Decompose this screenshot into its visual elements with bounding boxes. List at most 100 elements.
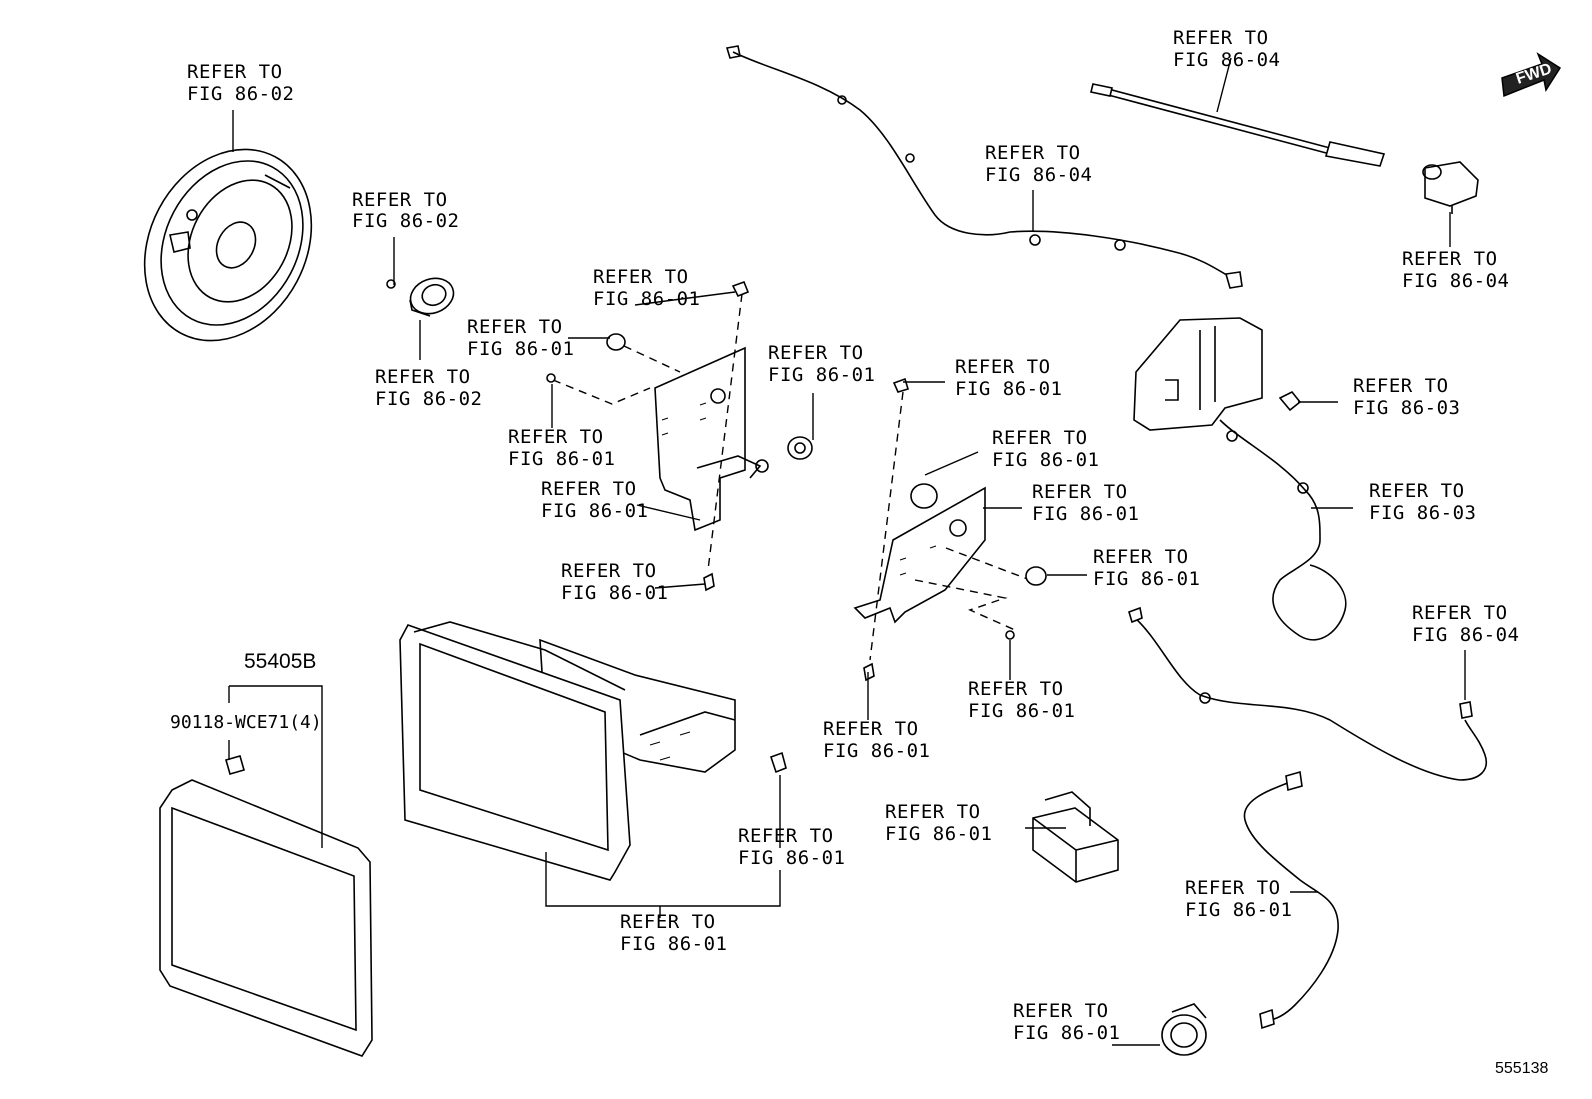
svg-text:FIG 86-02: FIG 86-02 — [375, 388, 482, 410]
svg-text:FIG 86-04: FIG 86-04 — [1402, 270, 1509, 292]
svg-text:FIG 86-01: FIG 86-01 — [1185, 899, 1292, 921]
svg-text:REFER TO: REFER TO — [1369, 480, 1465, 502]
svg-text:REFER TO: REFER TO — [1185, 877, 1281, 899]
callout-clip-top-left: REFER TO FIG 86-01 — [593, 266, 700, 310]
svg-text:FIG 86-01: FIG 86-01 — [955, 378, 1062, 400]
callout-tweeter: REFER TO FIG 86-02 — [375, 366, 482, 410]
callout-rod-antenna: REFER TO FIG 86-04 — [1173, 27, 1280, 71]
svg-text:FIG 86-01: FIG 86-01 — [1032, 503, 1139, 525]
callout-right-bracket: REFER TO FIG 86-01 — [1032, 481, 1139, 525]
callout-nut-left: REFER TO FIG 86-01 — [768, 342, 875, 386]
callout-extension-cable: REFER TO FIG 86-04 — [1412, 602, 1519, 646]
callout-usb-socket: REFER TO FIG 86-01 — [1013, 1000, 1120, 1044]
svg-text:REFER TO: REFER TO — [768, 342, 864, 364]
svg-text:FIG 86-01: FIG 86-01 — [992, 449, 1099, 471]
part-number-90118: 90118-WCE71(4) — [170, 712, 322, 733]
tweeter — [409, 277, 455, 317]
clip-top-right — [892, 377, 909, 393]
diagram-reference-number: 555138 — [1495, 1060, 1548, 1077]
svg-text:REFER TO: REFER TO — [561, 560, 657, 582]
svg-text:FIG 86-03: FIG 86-03 — [1353, 397, 1460, 419]
svg-text:REFER TO: REFER TO — [1353, 375, 1449, 397]
svg-text:REFER TO: REFER TO — [955, 356, 1051, 378]
callout-screw-left: REFER TO FIG 86-01 — [508, 426, 615, 470]
callout-grommet-left: REFER TO FIG 86-01 — [467, 316, 574, 360]
svg-text:REFER TO: REFER TO — [1032, 481, 1128, 503]
svg-text:FIG 86-01: FIG 86-01 — [593, 288, 700, 310]
svg-text:REFER TO: REFER TO — [1173, 27, 1269, 49]
svg-text:FIG 86-04: FIG 86-04 — [1173, 49, 1280, 71]
usb-lead — [1243, 770, 1339, 1030]
svg-text:FIG 86-03: FIG 86-03 — [1369, 502, 1476, 524]
callout-usb-lead: REFER TO FIG 86-01 — [1185, 877, 1292, 921]
right-mounting-bracket — [853, 486, 986, 624]
svg-text:FIG 86-01: FIG 86-01 — [738, 847, 845, 869]
svg-text:REFER TO: REFER TO — [985, 142, 1081, 164]
callout-screw-bottom-left: REFER TO FIG 86-01 — [561, 560, 668, 604]
grommet-right-top — [910, 483, 938, 509]
svg-text:REFER TO: REFER TO — [1412, 602, 1508, 624]
module-harness — [1219, 419, 1347, 641]
grommet-right — [1025, 566, 1047, 586]
svg-text:REFER TO: REFER TO — [885, 801, 981, 823]
screw-bottom-right — [863, 662, 875, 682]
callout-left-bracket: REFER TO FIG 86-01 — [541, 478, 648, 522]
svg-text:REFER TO: REFER TO — [593, 266, 689, 288]
callout-screw-bottom-right: REFER TO FIG 86-01 — [823, 718, 930, 762]
antenna-extension-cable — [1128, 606, 1487, 781]
switch-connector — [1032, 791, 1119, 883]
svg-text:FIG 86-01: FIG 86-01 — [768, 364, 875, 386]
callout-head-unit-clip: REFER TO FIG 86-01 — [738, 825, 845, 869]
svg-text:FIG 86-01: FIG 86-01 — [467, 338, 574, 360]
svg-text:REFER TO: REFER TO — [1093, 546, 1189, 568]
antenna-base — [1422, 161, 1479, 214]
callout-head-unit: REFER TO FIG 86-01 — [620, 911, 727, 955]
callout-clip-top-right: REFER TO FIG 86-01 — [955, 356, 1062, 400]
svg-text:FIG 86-01: FIG 86-01 — [541, 500, 648, 522]
callout-antenna-base: REFER TO FIG 86-04 — [1402, 248, 1509, 292]
callout-speaker: REFER TO FIG 86-02 — [187, 61, 294, 105]
svg-text:REFER TO: REFER TO — [1402, 248, 1498, 270]
svg-text:REFER TO: REFER TO — [508, 426, 604, 448]
screw-right — [1005, 630, 1015, 640]
svg-text:FIG 86-02: FIG 86-02 — [187, 83, 294, 105]
screw-bottom-left — [703, 572, 715, 592]
svg-text:REFER TO: REFER TO — [620, 911, 716, 933]
svg-text:REFER TO: REFER TO — [467, 316, 563, 338]
svg-text:FIG 86-01: FIG 86-01 — [1013, 1022, 1120, 1044]
nut-left — [787, 436, 813, 460]
fwd-arrow-icon: FWD — [1501, 52, 1562, 98]
leader-lines — [228, 57, 1466, 1046]
svg-text:REFER TO: REFER TO — [352, 189, 448, 211]
svg-text:FIG 86-02: FIG 86-02 — [352, 210, 459, 232]
rod-antenna — [1090, 83, 1386, 167]
callout-grommet-right-top: REFER TO FIG 86-01 — [992, 427, 1099, 471]
svg-text:REFER TO: REFER TO — [738, 825, 834, 847]
svg-text:FIG 86-01: FIG 86-01 — [620, 933, 727, 955]
head-unit-clip — [769, 751, 787, 774]
svg-text:FIG 86-01: FIG 86-01 — [561, 582, 668, 604]
usb-socket — [1161, 1003, 1207, 1056]
part-number-55405b: 55405B — [244, 650, 316, 673]
svg-text:REFER TO: REFER TO — [968, 678, 1064, 700]
module-clip — [1278, 390, 1302, 412]
clip-top-left — [731, 280, 750, 298]
svg-text:FIG 86-04: FIG 86-04 — [1412, 624, 1519, 646]
head-unit — [399, 621, 736, 881]
svg-text:FIG 86-01: FIG 86-01 — [1093, 568, 1200, 590]
svg-text:REFER TO: REFER TO — [541, 478, 637, 500]
svg-text:REFER TO: REFER TO — [992, 427, 1088, 449]
callout-switch: REFER TO FIG 86-01 — [885, 801, 992, 845]
svg-text:FIG 86-01: FIG 86-01 — [968, 700, 1075, 722]
svg-text:FIG 86-04: FIG 86-04 — [985, 164, 1092, 186]
svg-text:REFER TO: REFER TO — [187, 61, 283, 83]
callout-screw-right: REFER TO FIG 86-01 — [968, 678, 1075, 722]
display-panel — [159, 755, 373, 1057]
svg-text:REFER TO: REFER TO — [375, 366, 471, 388]
grommet-left — [606, 333, 626, 351]
svg-text:FIG 86-01: FIG 86-01 — [885, 823, 992, 845]
callout-tweeter-screw: REFER TO FIG 86-02 — [352, 189, 459, 232]
door-speaker — [143, 148, 313, 342]
callout-module-harness: REFER TO FIG 86-03 — [1369, 480, 1476, 524]
